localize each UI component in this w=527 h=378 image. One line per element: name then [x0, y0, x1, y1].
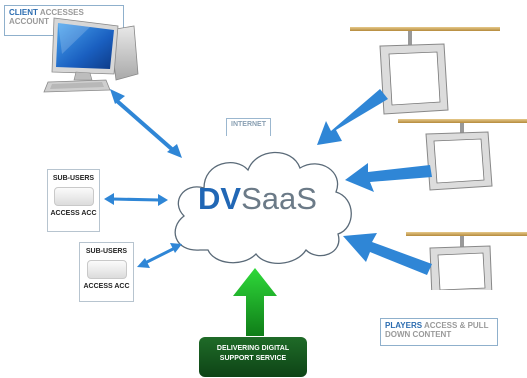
support-service-line2: SUPPORT SERVICE [219, 355, 287, 362]
sub-users-access-button[interactable] [53, 187, 94, 206]
players-label-text2: DOWN CONTENT [385, 330, 452, 339]
sub-users-2-cloud-arrow [137, 243, 182, 268]
players-illustration [350, 27, 527, 290]
player-3-arrow [343, 233, 432, 275]
client-label-highlight: CLIENT [9, 8, 38, 17]
support-service-line1: DELIVERING DIGITAL [216, 345, 290, 352]
sub-users-1-cloud-arrow [104, 193, 168, 206]
player-1-arrow [317, 89, 388, 145]
cloud-icon [174, 151, 352, 265]
sub-users-title: SUB-USERS [85, 248, 128, 255]
players-label-text1: ACCESS & PULL [424, 321, 489, 330]
players-label: PLAYERS ACCESS & PULL DOWN CONTENT [380, 318, 498, 346]
brand-logo-light: SaaS [241, 181, 317, 216]
sub-users-box-1: SUB-USERS ACCESS ACC [47, 169, 100, 232]
sub-users-caption: ACCESS ACC [83, 283, 130, 290]
player-2-arrow [345, 163, 432, 192]
player-screen-1 [350, 27, 500, 115]
client-label-text1: ACCESSES [39, 8, 84, 17]
support-arrow [233, 268, 277, 336]
brand-logo: DVSaaS [198, 182, 317, 216]
internet-label: INTERNET [226, 118, 271, 136]
player-screen-2 [398, 119, 527, 191]
support-service-box: DELIVERING DIGITAL SUPPORT SERVICE [199, 337, 307, 377]
client-label-text2: ACCOUNT [9, 17, 49, 26]
sub-users-title: SUB-USERS [52, 175, 95, 182]
player-screen-3 [406, 232, 527, 290]
sub-users-box-2: SUB-USERS ACCESS ACC [79, 242, 134, 302]
sub-users-caption: ACCESS ACC [50, 210, 97, 217]
players-label-highlight: PLAYERS [385, 321, 423, 330]
brand-logo-bold: DV [198, 181, 242, 216]
computer-icon [43, 17, 139, 93]
computer-cloud-arrow [110, 89, 182, 158]
sub-users-access-button[interactable] [86, 260, 127, 279]
